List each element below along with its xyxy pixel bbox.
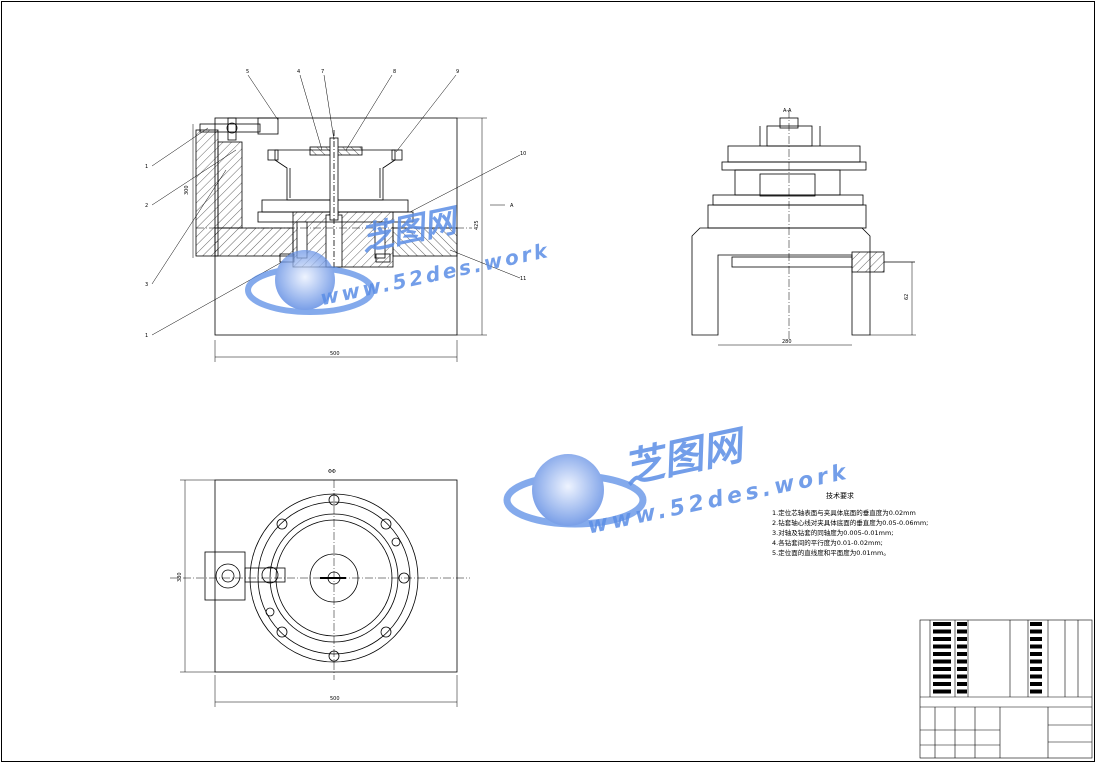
callout-label: 3 <box>145 282 148 288</box>
front-view <box>151 74 521 362</box>
parts-list-cell <box>933 689 951 694</box>
tech-req-title: 技术要求 <box>826 492 854 500</box>
parts-list-cell <box>957 622 967 626</box>
parts-list-cell <box>1030 659 1042 664</box>
front-dim-height-right: 425 <box>474 220 480 230</box>
parts-list-cell <box>933 659 951 664</box>
title-block <box>919 619 1093 759</box>
side-view <box>691 110 916 346</box>
callout-label: 10 <box>520 151 526 157</box>
callout-label: 2 <box>145 203 148 209</box>
parts-list-cell <box>1030 644 1042 649</box>
title-block-fill <box>933 622 1042 694</box>
tech-req-item: 5.定位面的直线度和平面度为0.01mm。 <box>772 549 890 557</box>
callout-label: 7 <box>321 69 324 75</box>
side-dim-height: 62 <box>904 294 910 300</box>
top-dim-top: ΦΦ <box>328 469 336 475</box>
watermark-logo <box>245 250 647 528</box>
top-view-labels: 500 380 ΦΦ <box>177 469 340 702</box>
callout-label: 1 <box>145 164 148 170</box>
parts-list-cell <box>957 629 967 634</box>
parts-list-cell <box>957 674 967 679</box>
parts-list-cell <box>957 644 967 649</box>
parts-list-cell <box>933 629 951 634</box>
parts-list-cell <box>1030 637 1042 641</box>
tech-req-item: 3.对轴及钻套的同轴度为0.005-0.01mm; <box>772 529 894 537</box>
parts-list-cell <box>957 682 967 686</box>
parts-list-cell <box>1030 667 1042 671</box>
front-view-labels: 500 300 425 A 5 4 7 8 9 1 2 3 1 10 11 <box>145 69 526 357</box>
parts-list-cell <box>957 667 967 671</box>
parts-list-cell <box>1030 689 1042 694</box>
side-view-title: A-A <box>783 108 792 114</box>
parts-list-cell <box>933 622 951 626</box>
parts-list-cell <box>933 674 951 679</box>
parts-list-cell <box>933 652 951 656</box>
parts-list-cell <box>1030 629 1042 634</box>
side-view-labels: A-A 280 62 <box>782 108 910 345</box>
parts-list-cell <box>957 659 967 664</box>
parts-list-cell <box>1030 674 1042 679</box>
parts-list-cell <box>933 644 951 649</box>
callout-label: 9 <box>456 69 459 75</box>
callout-label: 5 <box>246 69 249 75</box>
front-dim-height-left: 300 <box>184 185 190 195</box>
front-section-label: A <box>510 203 514 209</box>
tech-req-item: 2.钻套轴心线对夹具体底面的垂直度为0.05-0.06mm; <box>772 519 929 527</box>
side-dim-width: 280 <box>782 339 792 345</box>
parts-list-cell <box>957 637 967 641</box>
parts-list-cell <box>933 637 951 641</box>
parts-list-cell <box>1030 622 1042 626</box>
parts-list-cell <box>933 667 951 671</box>
tech-req-item: 4.各钻套间的平行度为0.01-0.02mm; <box>772 539 883 547</box>
parts-list-cell <box>1030 652 1042 656</box>
callout-label: 8 <box>393 69 396 75</box>
top-dim-height: 380 <box>177 572 183 582</box>
top-view <box>170 479 470 707</box>
callout-label: 4 <box>297 69 300 75</box>
tech-req-item: 1.定位芯轴表面与夹具体底面的垂直度为0.02mm <box>772 509 916 517</box>
parts-list-cell <box>957 689 967 694</box>
parts-list-cell <box>933 682 951 686</box>
front-dim-width: 500 <box>330 351 340 357</box>
top-dim-width: 500 <box>330 696 340 702</box>
callout-label: 1 <box>145 333 148 339</box>
parts-list-cell <box>957 652 967 656</box>
parts-list-cell <box>1030 682 1042 686</box>
callout-label: 11 <box>520 276 526 282</box>
